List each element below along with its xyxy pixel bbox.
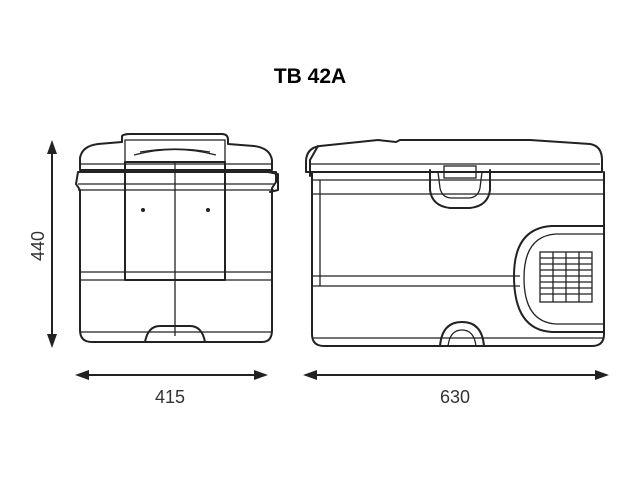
height-dimension-arrow [47, 140, 57, 348]
cooler-side-view [75, 133, 279, 343]
depth-dimension-arrow [75, 370, 268, 380]
model-title: TB 42A [273, 65, 347, 88]
height-dimension-label: 440 [28, 230, 48, 262]
depth-dimension-label: 415 [154, 387, 186, 407]
vent-grille [539, 251, 593, 303]
width-dimension-arrow [303, 370, 609, 380]
width-dimension-label: 630 [439, 387, 471, 407]
cooler-front-view [305, 139, 605, 347]
